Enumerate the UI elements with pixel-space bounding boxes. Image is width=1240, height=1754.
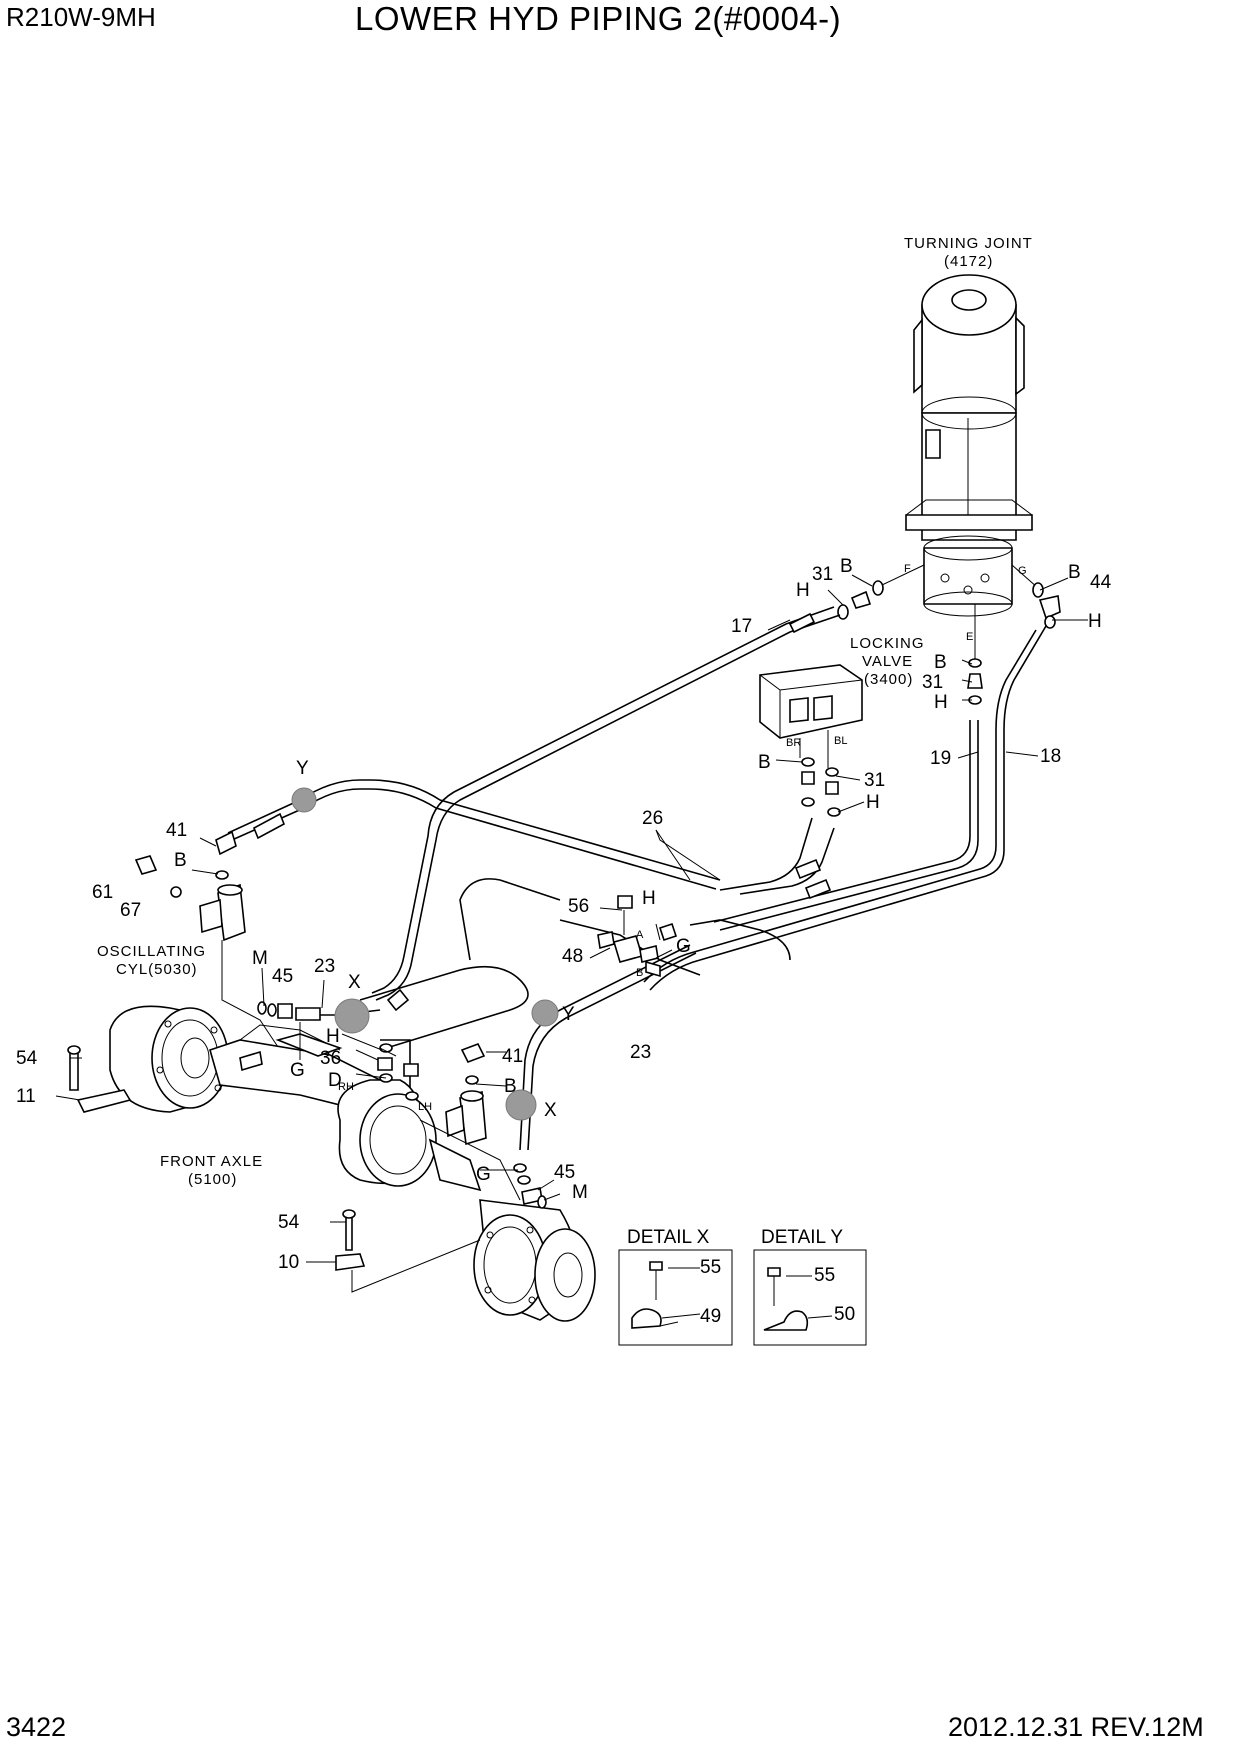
- callout-54: 54: [16, 1048, 38, 1069]
- clamp-y-marker: [531, 999, 559, 1027]
- callout-31: 31: [812, 564, 833, 585]
- callout-19: 19: [930, 748, 951, 769]
- callout-b: B: [174, 850, 187, 871]
- callout-48: 48: [562, 946, 583, 967]
- port-bl: BL: [834, 735, 847, 747]
- callout-d: D: [328, 1070, 342, 1091]
- detail-y-label-50: 50: [834, 1304, 855, 1325]
- callout-h: H: [326, 1026, 340, 1047]
- callout-54: 54: [278, 1212, 300, 1233]
- oscillating-cylinder-lh: [445, 1090, 487, 1146]
- callout-61: 61: [92, 882, 113, 903]
- detail-y-label-55: 55: [814, 1265, 835, 1286]
- detail-x-title: DETAIL X: [627, 1227, 710, 1248]
- callout-y: Y: [562, 1004, 575, 1025]
- callout-11: 11: [16, 1086, 36, 1107]
- callout-h: H: [934, 692, 948, 713]
- model-code: R210W-9MH: [6, 2, 156, 32]
- locking-valve: [759, 664, 863, 768]
- front-axle: [109, 1005, 596, 1322]
- pipes: [227, 606, 1047, 1151]
- callout-41: 41: [166, 820, 187, 841]
- callout-44: 44: [1090, 572, 1112, 593]
- detail-y-box: [753, 1249, 867, 1346]
- callout-h: H: [1088, 611, 1102, 632]
- oscillating-cyl-label: OSCILLATING: [97, 943, 206, 960]
- turning-joint-code: (4172): [944, 253, 993, 270]
- port-b: B: [636, 967, 643, 979]
- callout-36: 36: [320, 1048, 341, 1069]
- callout-g: G: [676, 936, 691, 957]
- callout-45: 45: [554, 1162, 575, 1183]
- clamp-x-marker: [505, 1089, 537, 1121]
- port-rh: RH: [338, 1081, 354, 1093]
- callout-b: B: [840, 556, 853, 577]
- port-lh: LH: [418, 1101, 432, 1113]
- callout-b: B: [504, 1076, 517, 1097]
- callout-23: 23: [314, 956, 335, 977]
- port-f: F: [904, 563, 911, 575]
- callout-m: M: [252, 948, 268, 969]
- callout-26: 26: [642, 808, 663, 829]
- detail-x-label-55: 55: [700, 1257, 721, 1278]
- callout-10: 10: [278, 1252, 299, 1273]
- callout-g: G: [290, 1060, 305, 1081]
- callout-h: H: [642, 888, 656, 909]
- page-number: 3422: [6, 1712, 67, 1742]
- callout-m: M: [572, 1182, 588, 1203]
- port-g: G: [1018, 565, 1027, 577]
- page-title: LOWER HYD PIPING 2(#0004-): [355, 0, 842, 37]
- callout-41: 41: [502, 1046, 523, 1067]
- revision-date: 2012.12.31 REV.12M: [948, 1712, 1204, 1742]
- callout-67: 67: [120, 900, 141, 921]
- locking-valve-label-2: VALVE: [862, 653, 913, 670]
- detail-y-title: DETAIL Y: [761, 1227, 843, 1248]
- detail-x-box: [618, 1249, 733, 1346]
- port-a: A: [636, 929, 644, 941]
- callout-labels: 17 31 H B B 44 H B 31 H 19 18 B 31 H 26 …: [16, 556, 1112, 1273]
- callout-h: H: [796, 580, 810, 601]
- callout-x: X: [544, 1100, 557, 1121]
- detail-y: DETAIL Y 55 50: [753, 1227, 867, 1346]
- oscillating-cylinder: [199, 883, 281, 1051]
- leader-lines: [55, 574, 1088, 1263]
- detail-x-label-49: 49: [700, 1306, 721, 1327]
- callout-h: H: [866, 792, 880, 813]
- callout-x: X: [348, 972, 361, 993]
- locking-valve-code: (3400): [864, 671, 913, 688]
- callout-31: 31: [922, 672, 943, 693]
- callout-g: G: [476, 1164, 491, 1185]
- locking-valve-label-1: LOCKING: [850, 635, 925, 652]
- valve-48: [597, 895, 678, 978]
- turning-joint-label: TURNING JOINT: [904, 235, 1033, 252]
- callout-b: B: [934, 652, 947, 673]
- callout-y: Y: [296, 758, 309, 779]
- turning-joint: [905, 274, 1033, 617]
- oscillating-cyl-code: CYL(5030): [116, 961, 198, 978]
- port-br: BR: [786, 737, 801, 749]
- port-e: E: [966, 631, 973, 643]
- callout-18: 18: [1040, 746, 1061, 767]
- front-axle-label: FRONT AXLE: [160, 1153, 263, 1170]
- callout-45: 45: [272, 966, 293, 987]
- front-axle-code: (5100): [188, 1171, 237, 1188]
- callout-31: 31: [864, 770, 885, 791]
- callout-b: B: [758, 752, 771, 773]
- callout-17: 17: [731, 616, 752, 637]
- detail-x: DETAIL X 55 49: [618, 1227, 733, 1346]
- callout-23: 23: [630, 1042, 651, 1063]
- clamp-y-marker: [291, 787, 317, 813]
- callout-b: B: [1068, 562, 1081, 583]
- clamp-x-marker: [334, 998, 370, 1034]
- callout-56: 56: [568, 896, 589, 917]
